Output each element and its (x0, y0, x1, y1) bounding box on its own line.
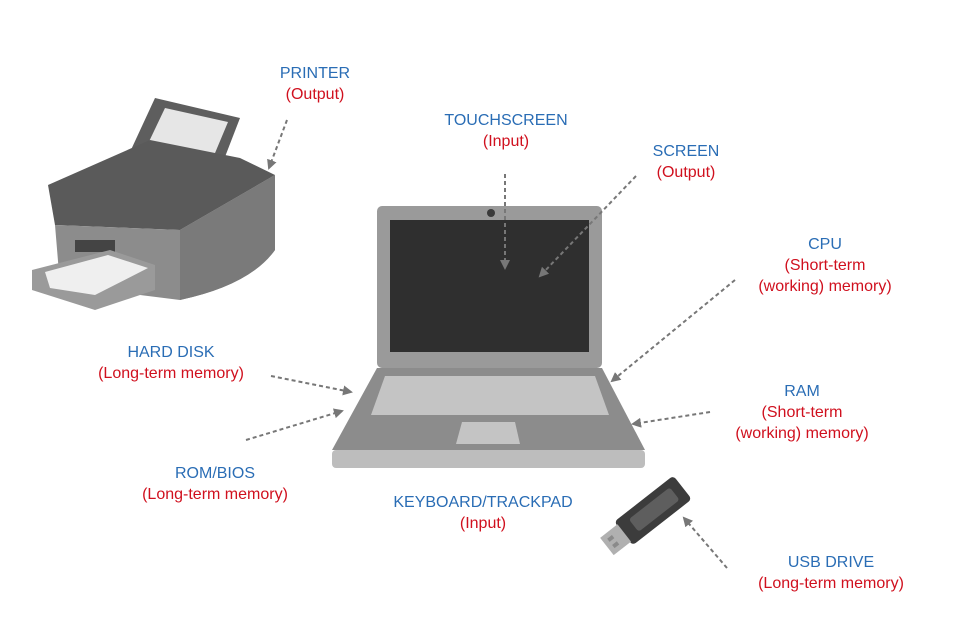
arrow-cpu (610, 279, 736, 383)
screen-role: (Output) (656, 164, 716, 181)
hard-disk-role: (Long-term memory) (98, 365, 244, 382)
arrow-screen (538, 175, 637, 278)
rom-bios-role: (Long-term memory) (142, 486, 288, 503)
usb-drive-role: (Long-term memory) (758, 575, 904, 592)
printer-title: PRINTER (279, 65, 351, 82)
ram-role-line1: (Short-term (761, 404, 843, 421)
label-usb-drive: USB DRIVE (Long-term memory) (758, 552, 904, 594)
label-printer: PRINTER (Output) (280, 63, 350, 105)
laptop-illustration (332, 206, 645, 468)
printer-role: (Output) (285, 86, 345, 103)
arrow-ram (631, 411, 711, 428)
ram-role-line2: (working) memory) (735, 425, 869, 442)
ram-title: RAM (784, 383, 820, 400)
screen-title: SCREEN (652, 143, 720, 160)
touchscreen-title: TOUCHSCREEN (444, 112, 568, 129)
label-touchscreen: TOUCHSCREEN (Input) (444, 110, 567, 152)
cpu-role-line2: (working) memory) (758, 278, 892, 295)
usb-drive-title: USB DRIVE (787, 554, 875, 571)
printer-illustration (32, 98, 275, 310)
rom-bios-title: ROM/BIOS (174, 465, 255, 482)
label-screen: SCREEN (Output) (653, 141, 720, 183)
label-cpu: CPU (Short-term (working) memory) (758, 234, 891, 297)
arrow-printer (267, 119, 288, 170)
arrow-usb-drive (682, 516, 728, 569)
label-ram: RAM (Short-term (working) memory) (735, 381, 868, 444)
usb-drive-illustration (600, 477, 691, 556)
touchscreen-role: (Input) (482, 133, 530, 150)
arrow-hard-disk (270, 375, 353, 396)
label-rom-bios: ROM/BIOS (Long-term memory) (142, 463, 288, 505)
label-hard-disk: HARD DISK (Long-term memory) (98, 342, 244, 384)
keyboard-trackpad-role: (Input) (459, 515, 507, 532)
keyboard-trackpad-title: KEYBOARD/TRACKPAD (393, 494, 573, 511)
cpu-role-line1: (Short-term (784, 257, 866, 274)
webcam-icon (487, 209, 495, 217)
hard-disk-title: HARD DISK (127, 344, 215, 361)
label-keyboard-trackpad: KEYBOARD/TRACKPAD (Input) (393, 492, 572, 534)
arrow-rom-bios (245, 408, 344, 441)
cpu-title: CPU (808, 236, 842, 253)
